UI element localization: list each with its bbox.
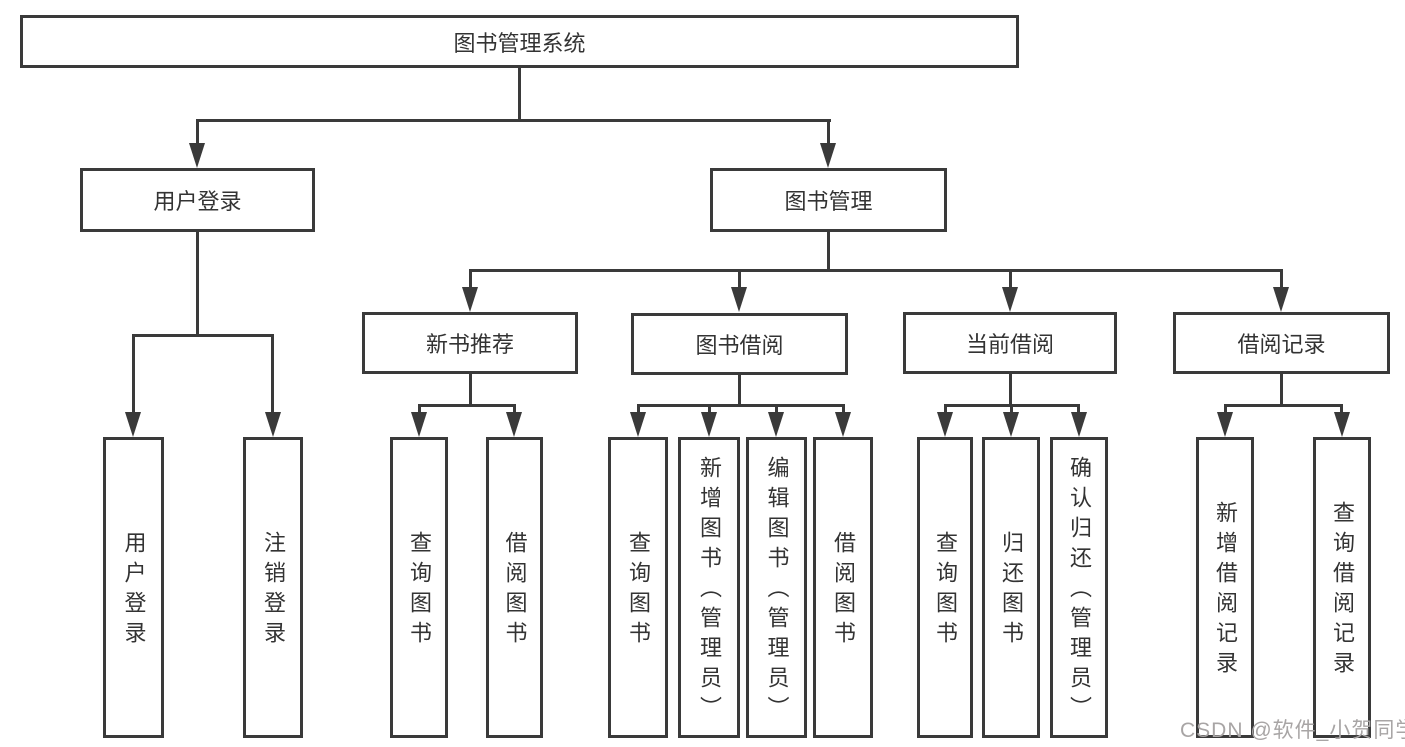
connector-root-rail [196, 119, 831, 122]
arrowhead-borrow-add [701, 412, 717, 437]
connector-to-book-management [827, 119, 830, 145]
leaf-borrow-edit-admin: 编辑图书（管理员） [746, 437, 807, 738]
connector-borrow-rail [637, 404, 844, 407]
node-book-management: 图书管理 [710, 168, 947, 232]
connector-to-current-query [944, 404, 947, 416]
leaf-record-add: 新增借阅记录 [1196, 437, 1254, 738]
arrowhead-leaf-user-login [125, 412, 141, 437]
leaf-logout: 注销登录 [243, 437, 303, 738]
connector-to-record-query [1340, 404, 1343, 416]
arrowhead-borrow-query [630, 412, 646, 437]
arrowhead-leaf-logout [265, 412, 281, 437]
arrowhead-current-borrow [1002, 287, 1018, 312]
connector-to-current-return [1010, 404, 1013, 416]
node-book-borrow: 图书借阅 [631, 313, 848, 375]
connector-to-borrow-edit [775, 404, 778, 416]
arrowhead-borrow-edit [768, 412, 784, 437]
connector-userlogin-rail [132, 334, 274, 337]
node-current-borrow: 当前借阅 [903, 312, 1117, 374]
arrowhead-book-borrow [731, 287, 747, 312]
connector-records-down [1280, 374, 1283, 406]
connector-to-current-confirm [1077, 404, 1080, 416]
arrowhead-new-book [462, 287, 478, 312]
connector-current-down [1009, 374, 1012, 406]
connector-newbook-rail [418, 404, 516, 407]
leaf-borrow-add-admin: 新增图书（管理员） [678, 437, 740, 738]
connector-to-leaf-user-login [132, 334, 135, 414]
arrowhead-user-login [189, 143, 205, 168]
connector-to-current-borrow [1009, 269, 1012, 289]
connector-records-rail [1224, 404, 1343, 407]
leaf-borrow-query: 查询图书 [608, 437, 668, 738]
connector-to-borrow-book [842, 404, 845, 416]
connector-newbook-down [469, 372, 472, 406]
leaf-newbook-query: 查询图书 [390, 437, 448, 738]
arrowhead-borrow-book [835, 412, 851, 437]
connector-to-new-book [469, 269, 472, 289]
arrowhead-newbook-query [411, 412, 427, 437]
connector-to-borrow-query [637, 404, 640, 416]
connector-bookmgmt-down [827, 230, 830, 272]
watermark: CSDN @软件_小贺同学 [1180, 719, 1405, 742]
leaf-newbook-borrow: 借阅图书 [486, 437, 543, 738]
leaf-user-login: 用户登录 [103, 437, 164, 738]
node-root: 图书管理系统 [20, 15, 1019, 68]
arrowhead-record-query [1334, 412, 1350, 437]
connector-to-book-borrow [738, 269, 741, 289]
arrowhead-record-add [1217, 412, 1233, 437]
connector-root-down [518, 67, 521, 121]
connector-to-leaf-logout [271, 334, 274, 414]
arrowhead-book-management [820, 143, 836, 168]
leaf-current-confirm-admin: 确认归还（管理员） [1050, 437, 1108, 738]
leaf-current-return: 归还图书 [982, 437, 1040, 738]
connector-to-borrow-records [1280, 269, 1283, 289]
connector-to-newbook-query [418, 404, 421, 416]
leaf-borrow-book: 借阅图书 [813, 437, 873, 738]
node-user-login: 用户登录 [80, 168, 315, 232]
leaf-current-query: 查询图书 [917, 437, 973, 738]
arrowhead-newbook-borrow [506, 412, 522, 437]
node-borrow-records: 借阅记录 [1173, 312, 1390, 374]
node-new-book-recommend: 新书推荐 [362, 312, 578, 374]
arrowhead-current-query [937, 412, 953, 437]
arrowhead-current-return [1003, 412, 1019, 437]
connector-userlogin-down [196, 230, 199, 336]
connector-to-newbook-borrow [513, 404, 516, 416]
connector-to-record-add [1224, 404, 1227, 416]
leaf-record-query: 查询借阅记录 [1313, 437, 1371, 738]
connector-to-borrow-add [708, 404, 711, 416]
connector-bookmgmt-rail [469, 269, 1282, 272]
arrowhead-borrow-records [1273, 287, 1289, 312]
connector-to-user-login [196, 119, 199, 145]
arrowhead-current-confirm [1071, 412, 1087, 437]
connector-borrow-down [738, 375, 741, 406]
